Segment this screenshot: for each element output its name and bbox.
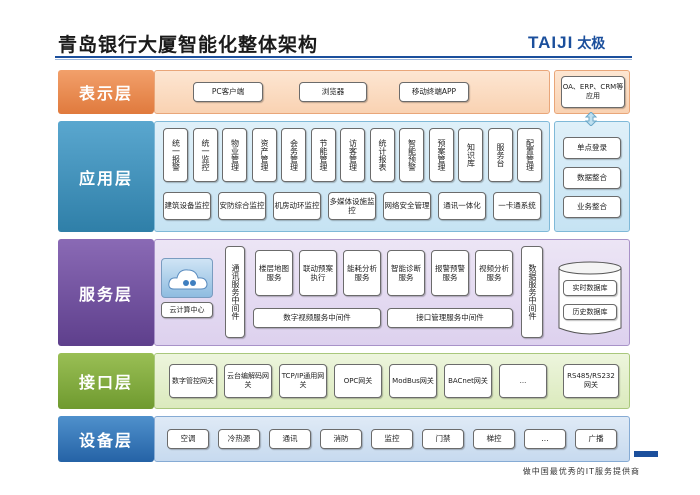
- app-module-box: 配置管理: [517, 128, 542, 182]
- gateway-box: TCP/IP通用网关: [279, 364, 327, 398]
- app-subsystem-box: 一卡通系统: [493, 192, 541, 220]
- presentation-side-area: OA、ERP、CRM等应用: [554, 70, 630, 114]
- cloud-icon: [168, 269, 208, 290]
- app-module-box: 智能预警: [399, 128, 424, 182]
- database-cylinder: 实时数据库 历史数据库: [557, 260, 623, 336]
- company-logo: TAIJI 太极: [528, 33, 605, 53]
- application-side-area: 单点登录 数据整合 业务整合: [554, 121, 630, 232]
- oa-erp-crm-box: OA、ERP、CRM等应用: [561, 76, 625, 108]
- app-module-box: 资产管理: [251, 128, 277, 182]
- application-layer-area: 统一报警统一监控物业管理资产管理会务管理节能管理访客管理统计报表智能预警预案管理…: [154, 121, 550, 232]
- app-module-box: 会务管理: [281, 128, 306, 182]
- app-module-box: 统计报表: [369, 128, 395, 182]
- gateway-box: ModBus网关: [389, 364, 437, 398]
- interface-middleware-box: 接口管理服务中间件: [387, 308, 513, 328]
- title-divider: [55, 56, 632, 58]
- data-integration-box: 数据整合: [563, 167, 621, 189]
- presentation-layer-label: 表示层: [58, 70, 154, 114]
- device-box: 广播: [575, 429, 617, 449]
- logo-text-en: TAIJI: [528, 33, 574, 52]
- logo-text-cn: 太极: [577, 36, 606, 52]
- app-subsystem-box: 网络安全管理: [383, 192, 431, 220]
- device-box: 通讯: [269, 429, 311, 449]
- gateway-box: RS485/RS232网关: [563, 364, 619, 398]
- app-module-box: 统一监控: [192, 128, 218, 182]
- app-module-box: 节能管理: [310, 128, 336, 182]
- history-db-box: 历史数据库: [563, 304, 617, 320]
- app-module-box: 访客管理: [340, 128, 365, 182]
- gateway-box: 云台编解码网关: [224, 364, 272, 398]
- browser-box: 浏览器: [299, 82, 367, 102]
- device-box: ...: [524, 429, 566, 449]
- service-module-box: 视频分析服务: [475, 250, 513, 296]
- device-box: 梯控: [473, 429, 515, 449]
- app-subsystem-box: 机房动环监控: [273, 192, 321, 220]
- video-middleware-box: 数字视频服务中间件: [253, 308, 381, 328]
- data-middleware-box: 数据服务中间件: [521, 246, 543, 338]
- service-layer-area: 云计算中心 通讯服务中间件 楼层地图服务联动预案执行能耗分析服务智能诊断服务报警…: [154, 239, 630, 346]
- application-layer-label: 应用层: [58, 121, 154, 232]
- app-module-box: 物业管理: [222, 128, 247, 182]
- database-icon: [558, 261, 622, 335]
- app-subsystem-box: 安防综合监控: [218, 192, 266, 220]
- service-module-box: 智能诊断服务: [387, 250, 425, 296]
- presentation-layer-area: PC客户端 浏览器 移动终端APP: [154, 70, 550, 114]
- service-layer-label: 服务层: [58, 239, 154, 346]
- gateway-box: ...: [499, 364, 547, 398]
- device-layer-area: 空调冷热源通讯消防监控门禁梯控... 广播: [154, 416, 630, 462]
- device-box: 门禁: [422, 429, 464, 449]
- double-arrow-icon: [584, 112, 598, 126]
- app-subsystem-box: 多媒体设施监控: [328, 192, 376, 220]
- device-box: 消防: [320, 429, 362, 449]
- app-subsystem-box: 建筑设备监控: [163, 192, 211, 220]
- mobile-app-box: 移动终端APP: [399, 82, 469, 102]
- app-module-box: 知识库: [458, 128, 483, 182]
- gateway-box: BACnet网关: [444, 364, 492, 398]
- pc-client-box: PC客户端: [193, 82, 263, 102]
- app-module-box: 服务台: [487, 128, 513, 182]
- cloud-center-box: 云计算中心: [161, 302, 213, 318]
- device-box: 监控: [371, 429, 413, 449]
- realtime-db-box: 实时数据库: [563, 280, 617, 296]
- page-title: 青岛银行大厦智能化整体架构: [58, 34, 319, 56]
- comm-middleware-box: 通讯服务中间件: [225, 246, 245, 338]
- business-integration-box: 业务整合: [563, 196, 621, 218]
- gateway-box: 数字管控网关: [169, 364, 217, 398]
- gateway-box: OPC网关: [334, 364, 382, 398]
- service-module-box: 报警预警服务: [431, 250, 469, 296]
- service-module-box: 能耗分析服务: [343, 250, 381, 296]
- interface-layer-label: 接口层: [58, 353, 154, 409]
- cloud-icon-frame: [161, 258, 213, 298]
- device-box: 冷热源: [218, 429, 260, 449]
- device-box: 空调: [167, 429, 209, 449]
- app-subsystem-box: 通讯一体化: [438, 192, 486, 220]
- single-sign-on-box: 单点登录: [563, 137, 621, 159]
- cloud-center: 云计算中心: [161, 258, 213, 320]
- title-divider-thin: [55, 59, 632, 60]
- service-module-box: 联动预案执行: [299, 250, 337, 296]
- device-layer-label: 设备层: [58, 416, 154, 462]
- footer-slogan: 做中国最优秀的IT服务提供商: [522, 467, 640, 476]
- service-module-box: 楼层地图服务: [255, 250, 293, 296]
- app-module-box: 预案管理: [428, 128, 454, 182]
- app-module-box: 统一报警: [163, 128, 188, 182]
- footer-accent-bar: [634, 451, 658, 457]
